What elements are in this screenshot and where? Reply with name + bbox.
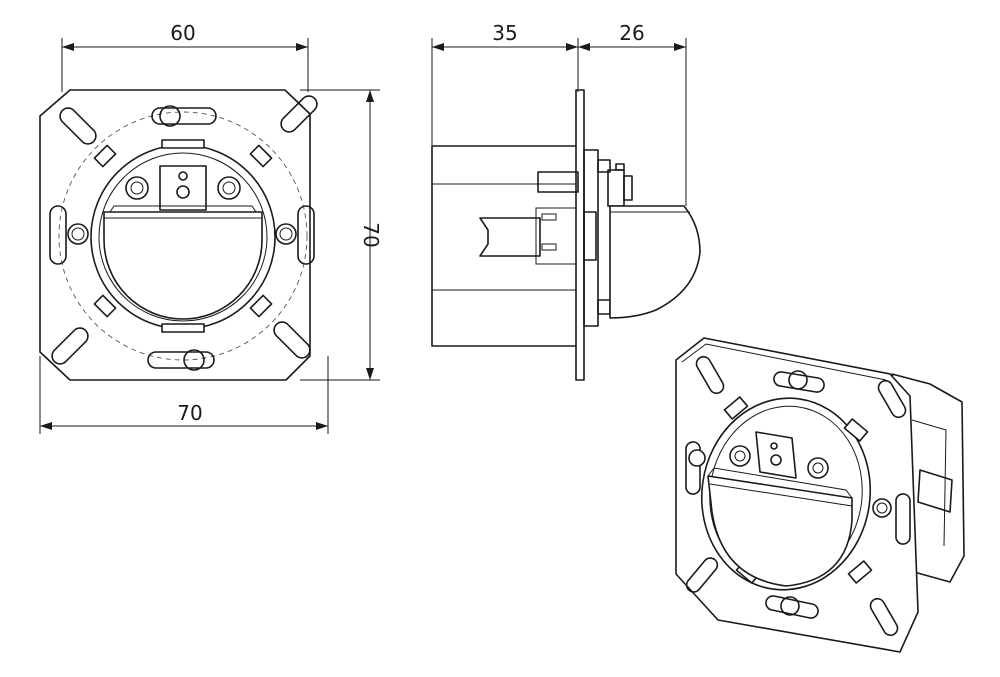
dim-label-60: 60 xyxy=(170,21,195,45)
mounting-plate xyxy=(39,89,311,381)
front-view xyxy=(39,89,318,381)
right-screw-icon xyxy=(275,223,297,245)
isometric-view xyxy=(675,337,965,653)
keyhole-slots xyxy=(49,105,315,371)
housing-inner xyxy=(98,152,268,322)
terminal-screw-left-icon xyxy=(125,176,149,200)
terminal-block xyxy=(159,165,207,211)
dim-label-26: 26 xyxy=(619,21,644,45)
housing-clips xyxy=(93,139,273,333)
iso-corner-slots xyxy=(685,355,907,637)
iso-sensor-lens xyxy=(707,475,853,587)
side-dimension-lines xyxy=(431,38,687,206)
dim-label-70-horizontal: 70 xyxy=(177,401,202,425)
side-lens-dome xyxy=(609,205,701,319)
front-dimension-lines xyxy=(39,38,380,434)
dim-label-70-vertical: 70 xyxy=(359,222,383,247)
sensor-lens xyxy=(103,211,263,320)
left-screw-icon xyxy=(67,223,89,245)
terminal-screw-right-icon xyxy=(217,176,241,200)
side-view xyxy=(431,89,701,381)
corner-slots xyxy=(51,95,318,365)
side-plate xyxy=(575,89,585,381)
dim-label-35: 35 xyxy=(492,21,517,45)
reference-circle xyxy=(58,111,308,361)
